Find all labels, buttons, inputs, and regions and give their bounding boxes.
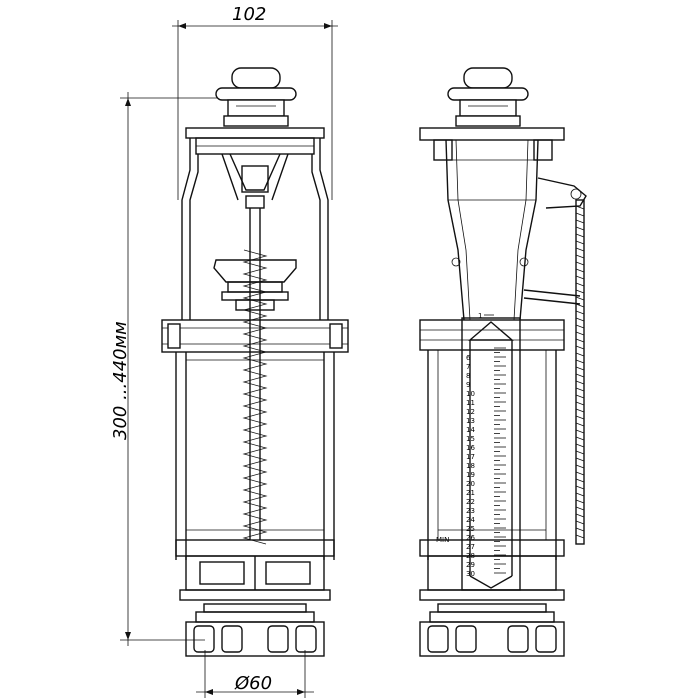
rod-notch [575, 373, 585, 378]
rod-notch [575, 408, 585, 413]
scale-number: 12 [466, 408, 475, 416]
scale-number: 18 [466, 462, 475, 470]
rod-notch [575, 436, 585, 441]
rod-notch [575, 534, 585, 539]
scale-number: 10 [466, 390, 475, 398]
rod-notch [575, 254, 585, 259]
scale-number: 29 [466, 561, 475, 569]
scale-number: 22 [466, 498, 475, 506]
rod-notch [575, 429, 585, 434]
rod-notch [575, 471, 585, 476]
scale-number: 21 [466, 489, 475, 497]
rod-notch [575, 359, 585, 364]
rod-notch [575, 443, 585, 448]
scale-number: 7 [466, 363, 470, 371]
rod-notch [575, 268, 585, 273]
scale-number: 14 [466, 426, 475, 434]
spring [242, 249, 268, 545]
rod-notch [575, 499, 585, 504]
scale-numbers: 6 7 8 9 10 11 12 13 14 15 16 17 18 19 20… [466, 354, 475, 578]
rod-notch [575, 485, 585, 490]
rod-notch [575, 492, 585, 497]
scale-number: 28 [466, 552, 475, 560]
scale-number: 8 [466, 372, 470, 380]
rod-notch [575, 226, 585, 231]
scale-number: 25 [466, 525, 475, 533]
spring-coil [242, 249, 268, 545]
rod-notch [575, 310, 585, 315]
scale-number: 23 [466, 507, 475, 515]
rod-notch [575, 450, 585, 455]
rod-notch [575, 219, 585, 224]
scale-number: 13 [466, 417, 475, 425]
width-dimension: 102 [172, 4, 338, 200]
rod-notch [575, 331, 585, 336]
rod-notch [575, 352, 585, 357]
rod-notch [575, 303, 585, 308]
scale-top-label: 1 [478, 312, 482, 320]
rod-notch [575, 527, 585, 532]
rod-notch [575, 394, 585, 399]
rod-notch [575, 296, 585, 301]
rod-notch [575, 233, 585, 238]
rod-notch [575, 380, 585, 385]
rod-notch [575, 205, 585, 210]
rod-notch [575, 387, 585, 392]
height-label: 300 ...440мм [110, 321, 131, 440]
rod-notch [575, 261, 585, 266]
scale-number: 16 [466, 444, 475, 452]
rod-notch [575, 513, 585, 518]
scale-ticks [494, 347, 506, 574]
rod-notch [575, 401, 585, 406]
rod-notch [575, 457, 585, 462]
rod-notch [575, 506, 585, 511]
rod-notch [575, 338, 585, 343]
scale-number: 15 [466, 435, 475, 443]
scale-number: 9 [466, 381, 470, 389]
diameter-label: Ø60 [234, 673, 272, 694]
rod-notch [575, 247, 585, 252]
rod-notch [575, 317, 585, 322]
rod-notch [575, 324, 585, 329]
scale-number: 24 [466, 516, 475, 524]
rod-notch [575, 345, 585, 350]
diameter-dimension: Ø60 [196, 650, 314, 698]
rod-notch [575, 520, 585, 525]
push-button [215, 67, 297, 127]
rod-notch [575, 275, 585, 280]
scale-number: 6 [466, 354, 471, 362]
scale-number: 30 [466, 570, 475, 578]
right-view: 1 MIN [419, 67, 587, 657]
scale-number: 27 [466, 543, 475, 551]
push-button-side [447, 67, 529, 127]
rod-notch [575, 415, 585, 420]
scale-number: 19 [466, 471, 475, 479]
scale-number: 26 [466, 534, 475, 542]
rod-notch [575, 366, 585, 371]
scale-number: 17 [466, 453, 475, 461]
rod-notch [575, 464, 585, 469]
rod-notch [575, 282, 585, 287]
rod-notch [575, 422, 585, 427]
rod-notch [575, 289, 585, 294]
rod-notches [575, 205, 585, 539]
height-dimension: 300 ...440мм [110, 92, 232, 646]
scale-number: 20 [466, 480, 475, 488]
scale-number: 11 [466, 399, 475, 407]
rod-notch [575, 240, 585, 245]
rod-notch [575, 212, 585, 217]
left-view [161, 67, 349, 657]
rod-notch [575, 478, 585, 483]
width-label: 102 [232, 4, 266, 25]
